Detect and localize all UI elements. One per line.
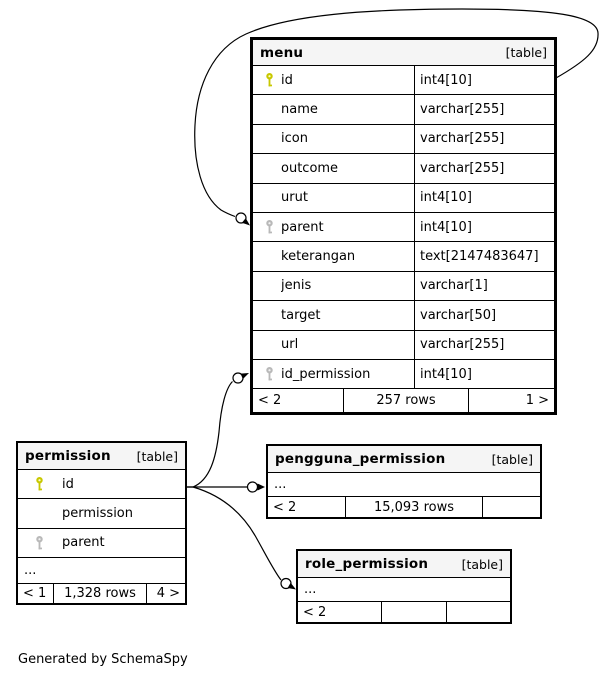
- column-type: int4[10]: [414, 66, 554, 95]
- column-name: jenis: [281, 278, 312, 294]
- column-row-id-permission: id_permission int4[10]: [253, 358, 554, 389]
- pager-prev: < 2: [303, 604, 327, 620]
- zero-or-one-icon: [232, 372, 244, 384]
- column-row-keterangan: keterangan text[2147483647]: [253, 241, 554, 271]
- pager: < 2 257 rows 1 >: [253, 388, 554, 413]
- pager-next: 4 >: [156, 586, 180, 602]
- column-name: parent: [281, 219, 324, 235]
- column-type: varchar[1]: [414, 271, 554, 301]
- ellipsis-row: ...: [268, 472, 540, 496]
- table-header[interactable]: permission [table]: [18, 443, 185, 469]
- column-row-url: url varchar[255]: [253, 329, 554, 359]
- foreign-key-icon: [266, 367, 273, 381]
- pager-next: [483, 497, 540, 517]
- column-name: keterangan: [281, 249, 356, 265]
- column-name: icon: [281, 131, 308, 147]
- fk-edge-menu-id-permission: [186, 372, 249, 488]
- zero-or-one-icon: [246, 481, 259, 493]
- table-menu: menu [table] id int4[10] name varchar[25…: [250, 37, 557, 416]
- column-name: urut: [281, 190, 308, 206]
- column-name: id_permission: [281, 366, 371, 382]
- column-row-parent: parent: [18, 527, 185, 557]
- column-row-id: id: [18, 469, 185, 498]
- column-name: target: [281, 307, 321, 323]
- table-tag: [table]: [461, 556, 503, 572]
- table-name[interactable]: permission: [25, 448, 111, 464]
- zero-or-one-icon: [280, 577, 292, 590]
- column-name: id: [62, 476, 74, 492]
- table-name[interactable]: pengguna_permission: [275, 451, 446, 467]
- table-name[interactable]: role_permission: [305, 556, 429, 572]
- column-type: varchar[255]: [414, 124, 554, 154]
- ellipsis-row: ...: [298, 577, 510, 601]
- arrowhead-icon: [241, 218, 250, 226]
- foreign-key-icon: [36, 535, 43, 550]
- pager-prev: < 2: [273, 499, 297, 515]
- table-role-permission: role_permission [table] ... < 2: [296, 549, 512, 624]
- generated-by-note: Generated by SchemaSpy: [18, 652, 188, 667]
- pager: < 1 1,328 rows 4 >: [18, 583, 185, 604]
- fk-edge-pengguna-permission: [186, 481, 265, 493]
- pager-prev: < 1: [23, 586, 47, 602]
- column-name: id: [281, 72, 293, 88]
- pager-next: 1 >: [525, 393, 549, 409]
- column-type: int4[10]: [414, 212, 554, 242]
- arrowhead-icon: [287, 582, 296, 590]
- pager-next: [447, 602, 510, 622]
- ellipsis-row: ...: [18, 557, 185, 583]
- table-tag: [table]: [136, 448, 178, 464]
- table-header[interactable]: pengguna_permission [table]: [268, 446, 540, 472]
- zero-or-one-icon: [235, 212, 247, 224]
- column-row-target: target varchar[50]: [253, 300, 554, 330]
- pager-row-count: 1,328 rows: [53, 584, 147, 604]
- column-type: int4[10]: [414, 183, 554, 212]
- column-type: text[2147483647]: [414, 242, 554, 271]
- column-row-id: id int4[10]: [253, 65, 554, 95]
- column-row-name: name varchar[255]: [253, 94, 554, 124]
- table-header[interactable]: menu [table]: [253, 40, 554, 65]
- table-header[interactable]: role_permission [table]: [298, 551, 510, 577]
- column-type: varchar[255]: [414, 330, 554, 359]
- column-row-permission: permission: [18, 498, 185, 527]
- pager-prev: < 2: [258, 393, 282, 409]
- column-type: int4[10]: [414, 359, 554, 389]
- table-permission: permission [table] id permission parent …: [16, 441, 187, 606]
- table-name[interactable]: menu: [260, 44, 304, 61]
- column-name: outcome: [281, 160, 339, 176]
- primary-key-icon: [36, 477, 43, 491]
- column-row-outcome: outcome varchar[255]: [253, 153, 554, 183]
- column-row-icon: icon varchar[255]: [253, 123, 554, 154]
- column-row-jenis: jenis varchar[1]: [253, 270, 554, 301]
- column-name: name: [281, 102, 318, 118]
- column-type: varchar[255]: [414, 95, 554, 124]
- foreign-key-icon: [266, 220, 273, 234]
- column-row-parent: parent int4[10]: [253, 211, 554, 242]
- column-row-urut: urut int4[10]: [253, 182, 554, 212]
- pager: < 2: [298, 601, 510, 622]
- column-type: varchar[50]: [414, 301, 554, 330]
- arrowhead-icon: [257, 483, 265, 491]
- table-pengguna-permission: pengguna_permission [table] ... < 2 15,0…: [266, 444, 542, 519]
- column-type: varchar[255]: [414, 154, 554, 183]
- table-tag: [table]: [491, 451, 533, 467]
- arrowhead-icon: [240, 373, 249, 379]
- table-tag: [table]: [505, 45, 547, 60]
- column-name: permission: [62, 506, 133, 522]
- primary-key-icon: [266, 73, 273, 87]
- pager-row-count: [381, 602, 447, 622]
- column-name: url: [281, 337, 299, 353]
- pager-row-count: 257 rows: [343, 389, 469, 413]
- pager-row-count: 15,093 rows: [345, 497, 483, 517]
- pager: < 2 15,093 rows: [268, 496, 540, 517]
- column-name: parent: [62, 535, 105, 551]
